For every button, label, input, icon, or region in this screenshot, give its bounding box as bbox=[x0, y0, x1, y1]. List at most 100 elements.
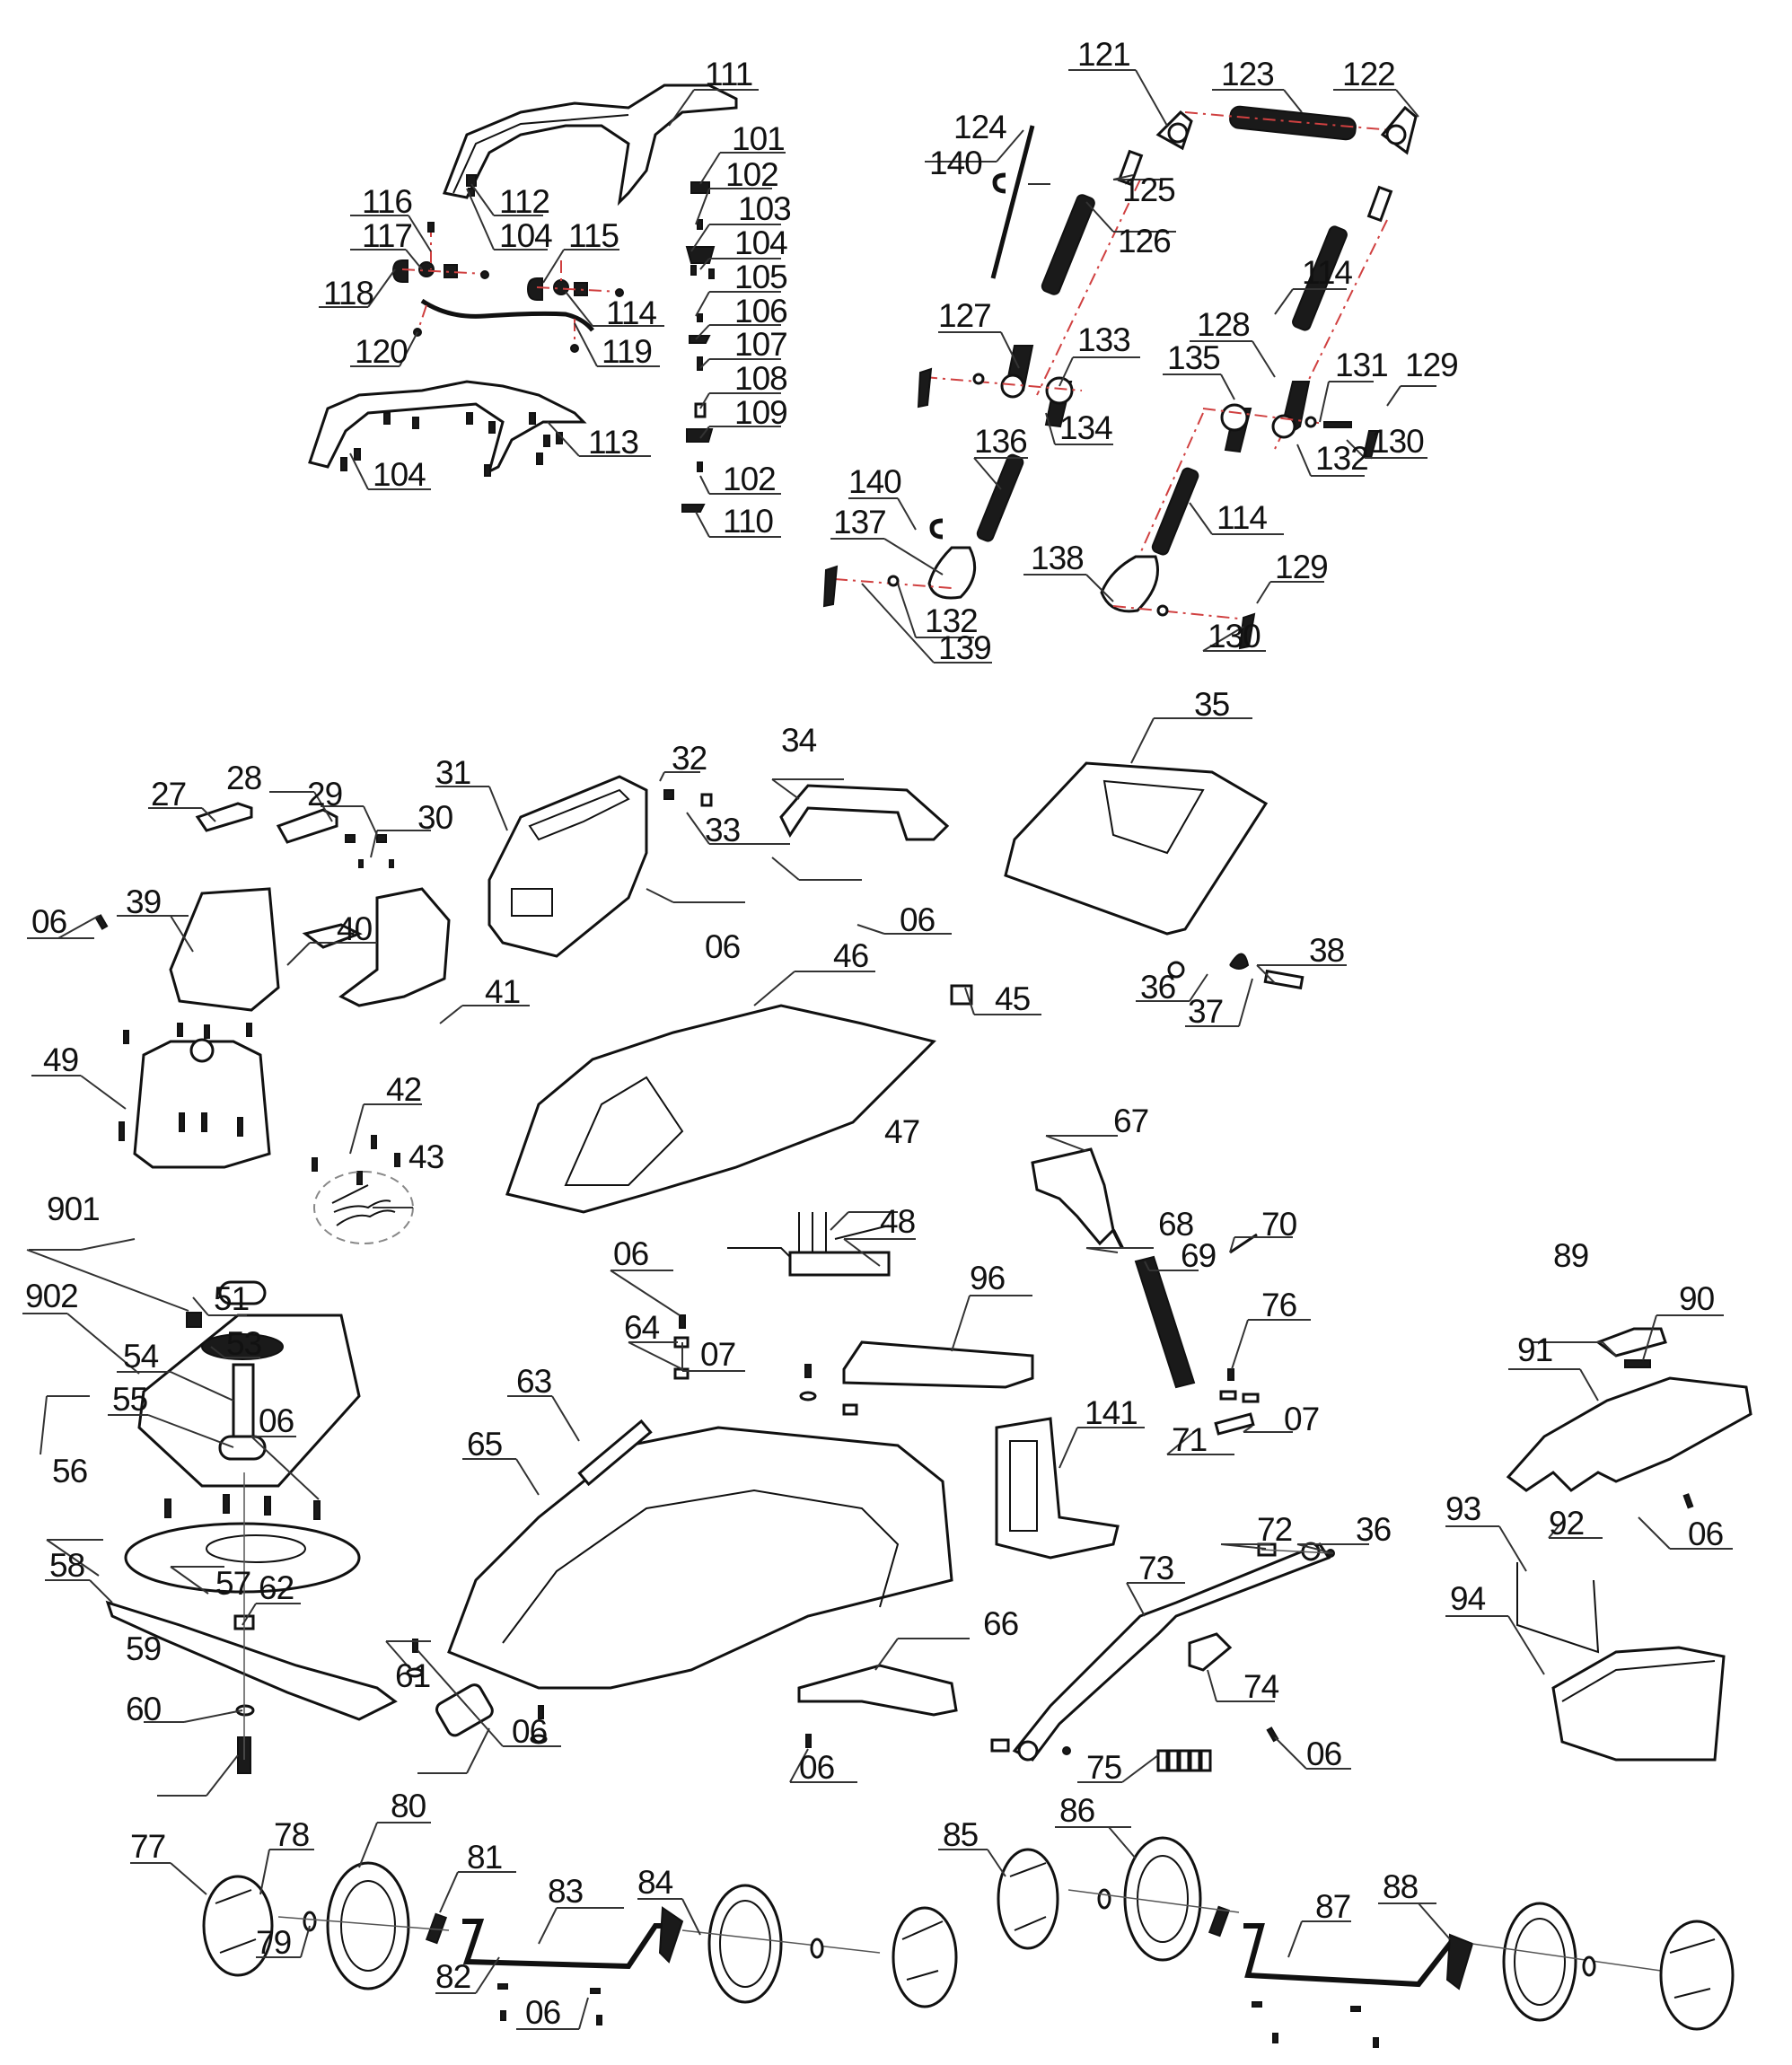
part-label-57: 57 bbox=[215, 1565, 251, 1602]
part-label-36: 36 bbox=[1356, 1511, 1392, 1548]
part-label-101: 101 bbox=[732, 120, 786, 157]
motor-901 bbox=[119, 1023, 271, 1328]
part-label-135: 135 bbox=[1167, 339, 1221, 376]
part-label-104: 104 bbox=[373, 456, 426, 493]
part-label-84: 84 bbox=[637, 1864, 673, 1901]
part-label-41: 41 bbox=[485, 973, 521, 1010]
part-label-108: 108 bbox=[734, 360, 788, 397]
handle-34 bbox=[663, 784, 950, 841]
part-label-127: 127 bbox=[938, 297, 992, 334]
part-label-130: 130 bbox=[1208, 618, 1261, 655]
part-label-06: 06 bbox=[525, 1994, 561, 2031]
part-label-78: 78 bbox=[274, 1816, 310, 1853]
part-label-102: 102 bbox=[725, 156, 779, 193]
part-label-122: 122 bbox=[1342, 56, 1396, 92]
part-label-30: 30 bbox=[417, 799, 453, 836]
part-label-51: 51 bbox=[214, 1280, 250, 1317]
part-label-123: 123 bbox=[1221, 56, 1275, 92]
part-label-114: 114 bbox=[606, 294, 657, 331]
part-label-105: 105 bbox=[734, 259, 788, 295]
part-label-120: 120 bbox=[355, 333, 408, 370]
plate-96 bbox=[842, 1340, 1034, 1389]
part-label-06: 06 bbox=[613, 1235, 649, 1272]
part-label-46: 46 bbox=[833, 937, 869, 974]
part-label-902: 902 bbox=[25, 1278, 79, 1314]
part-label-36: 36 bbox=[1140, 969, 1176, 1006]
part-label-43: 43 bbox=[408, 1138, 444, 1175]
part-label-37: 37 bbox=[1188, 993, 1224, 1030]
part-label-89: 89 bbox=[1553, 1237, 1589, 1274]
part-label-111: 111 bbox=[705, 56, 753, 92]
part-label-48: 48 bbox=[880, 1203, 916, 1240]
part-label-96: 96 bbox=[970, 1260, 1006, 1296]
part-label-31: 31 bbox=[435, 754, 471, 791]
part-label-124: 124 bbox=[953, 109, 1007, 145]
part-label-60: 60 bbox=[126, 1691, 162, 1727]
lever-67-71 bbox=[1031, 1147, 1260, 1436]
part-label-113: 113 bbox=[588, 424, 639, 461]
part-label-140: 140 bbox=[848, 463, 902, 500]
part-label-62: 62 bbox=[259, 1569, 294, 1606]
part-label-69: 69 bbox=[1181, 1237, 1217, 1274]
upper-handle-111 bbox=[442, 83, 738, 206]
handle-small-parts bbox=[391, 174, 716, 513]
part-label-129: 129 bbox=[1275, 549, 1329, 585]
part-label-139: 139 bbox=[938, 629, 992, 666]
part-label-102: 102 bbox=[723, 461, 777, 497]
part-label-103: 103 bbox=[738, 190, 792, 227]
part-label-28: 28 bbox=[226, 760, 262, 796]
part-label-104: 104 bbox=[734, 224, 788, 261]
part-label-121: 121 bbox=[1077, 36, 1131, 73]
part-label-141: 141 bbox=[1085, 1394, 1138, 1431]
gearbox-902 bbox=[137, 1280, 361, 1488]
part-label-27: 27 bbox=[151, 776, 187, 813]
part-label-77: 77 bbox=[130, 1828, 166, 1865]
grass-deflector-141 bbox=[995, 1417, 1120, 1560]
part-label-72: 72 bbox=[1257, 1511, 1293, 1548]
part-label-85: 85 bbox=[943, 1816, 979, 1853]
part-label-06: 06 bbox=[1688, 1516, 1724, 1552]
part-label-07: 07 bbox=[700, 1336, 736, 1373]
part-label-67: 67 bbox=[1113, 1103, 1149, 1139]
part-label-59: 59 bbox=[126, 1630, 162, 1667]
part-label-94: 94 bbox=[1450, 1580, 1486, 1617]
part-label-117: 117 bbox=[362, 217, 413, 254]
part-label-06: 06 bbox=[1306, 1735, 1342, 1772]
part-label-81: 81 bbox=[467, 1839, 503, 1876]
part-label-65: 65 bbox=[467, 1426, 503, 1463]
part-label-82: 82 bbox=[435, 1958, 471, 1995]
part-label-06: 06 bbox=[31, 903, 67, 940]
deck-65 bbox=[447, 1314, 953, 1690]
battery-cover-31 bbox=[488, 775, 648, 958]
part-label-40: 40 bbox=[337, 910, 373, 947]
rear-axle-bracket-72-75 bbox=[990, 1542, 1335, 1772]
part-label-49: 49 bbox=[43, 1041, 79, 1078]
part-label-136: 136 bbox=[974, 423, 1028, 460]
part-label-87: 87 bbox=[1315, 1888, 1351, 1925]
part-label-86: 86 bbox=[1059, 1792, 1095, 1829]
part-label-34: 34 bbox=[781, 722, 817, 759]
part-label-06: 06 bbox=[259, 1402, 294, 1439]
screws-42 bbox=[312, 1135, 400, 1185]
part-label-129: 129 bbox=[1405, 347, 1459, 383]
part-label-79: 79 bbox=[256, 1924, 292, 1961]
part-label-58: 58 bbox=[49, 1547, 85, 1584]
part-label-119: 119 bbox=[602, 333, 653, 370]
part-label-06: 06 bbox=[799, 1749, 835, 1786]
part-label-104: 104 bbox=[499, 217, 553, 254]
upper-handle-113 bbox=[308, 380, 587, 477]
part-label-35: 35 bbox=[1194, 686, 1230, 723]
part-label-125: 125 bbox=[1122, 171, 1176, 208]
part-label-109: 109 bbox=[734, 394, 788, 431]
deck-46 bbox=[505, 984, 973, 1214]
part-label-06: 06 bbox=[705, 928, 741, 965]
part-label-56: 56 bbox=[52, 1453, 88, 1489]
part-label-140: 140 bbox=[929, 145, 983, 181]
flap-35 bbox=[1004, 761, 1304, 990]
part-label-74: 74 bbox=[1243, 1668, 1279, 1705]
part-label-114: 114 bbox=[1302, 254, 1353, 291]
part-label-92: 92 bbox=[1549, 1505, 1585, 1542]
part-label-114: 114 bbox=[1217, 499, 1268, 536]
